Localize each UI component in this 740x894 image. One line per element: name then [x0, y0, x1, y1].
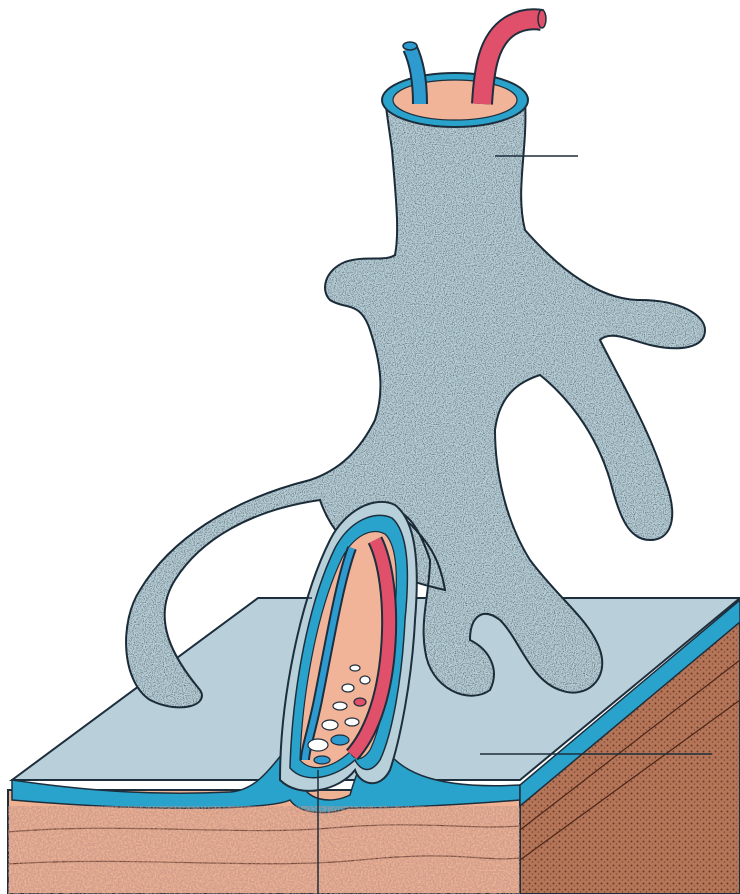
soil-speckle: [8, 806, 520, 894]
top-vein-end: [403, 42, 417, 50]
top-artery-end: [538, 10, 546, 28]
sectioned-projection: [280, 502, 417, 791]
